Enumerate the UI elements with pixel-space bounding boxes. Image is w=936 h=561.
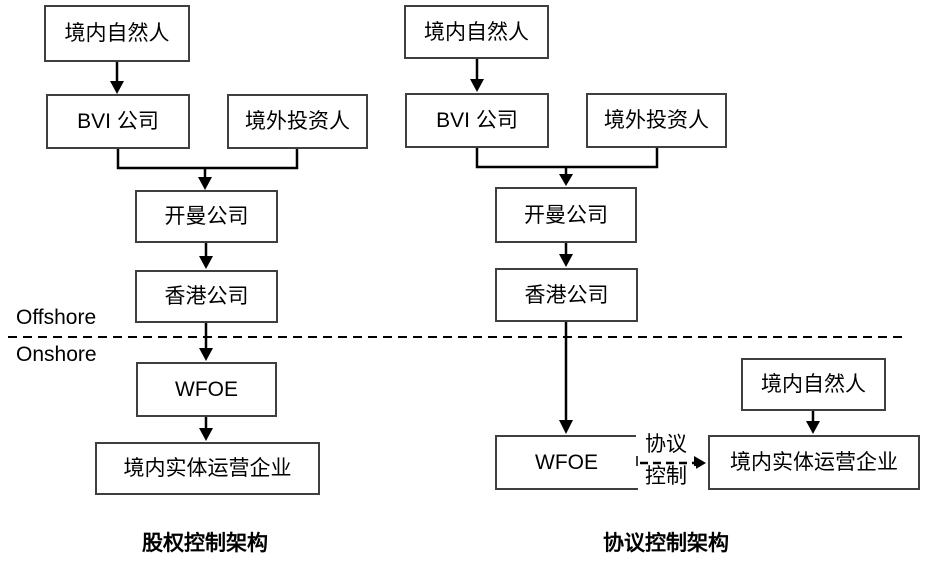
arrow-right-cayman-to-hongkong <box>559 243 573 267</box>
arrow-left-person-to-bvi <box>110 62 124 94</box>
box-left-bvi-company: BVI 公司 <box>46 94 190 149</box>
box-right-foreign-investor: 境外投资人 <box>586 93 727 148</box>
box-left-cayman-company: 开曼公司 <box>135 190 278 243</box>
box-right-hongkong-company: 香港公司 <box>495 268 638 322</box>
arrow-right-merge-to-cayman <box>559 166 573 186</box>
box-right-bvi-company: BVI 公司 <box>405 93 549 148</box>
box-right-wfoe: WFOE <box>495 435 638 490</box>
arrow-left-cayman-to-hongkong <box>199 243 213 269</box>
box-left-operating-company: 境内实体运营企业 <box>95 442 320 495</box>
offshore-label: Offshore <box>16 306 97 329</box>
arrow-left-merge-to-cayman <box>198 167 212 190</box>
arrow-right-person-to-bvi <box>470 59 484 92</box>
box-right-domestic-person: 境内自然人 <box>404 5 549 59</box>
box-right-cayman-company: 开曼公司 <box>495 187 637 243</box>
box-right-domestic-person-2: 境内自然人 <box>741 358 886 411</box>
connector-right-merge <box>475 148 659 169</box>
box-right-operating-company: 境内实体运营企业 <box>708 435 920 490</box>
arrow-right-hongkong-to-wfoe <box>559 322 573 434</box>
box-left-wfoe: WFOE <box>136 362 277 417</box>
arrow-right-person2-to-operating-company <box>806 411 820 434</box>
arrow-left-hongkong-to-wfoe <box>199 323 213 361</box>
vie-arrow-label-line2: 控制 <box>636 466 696 488</box>
vie-arrow-label-line1: 协议 <box>636 434 696 456</box>
box-left-hongkong-company: 香港公司 <box>135 270 278 323</box>
right-diagram-title: 协议控制架构 <box>603 532 729 555</box>
left-diagram-title: 股权控制架构 <box>142 532 268 555</box>
box-left-domestic-person: 境内自然人 <box>44 5 190 62</box>
onshore-label: Onshore <box>16 343 97 366</box>
arrow-left-wfoe-to-operating-company <box>199 417 213 441</box>
box-left-foreign-investor: 境外投资人 <box>227 94 368 149</box>
connector-left-merge <box>116 149 299 170</box>
